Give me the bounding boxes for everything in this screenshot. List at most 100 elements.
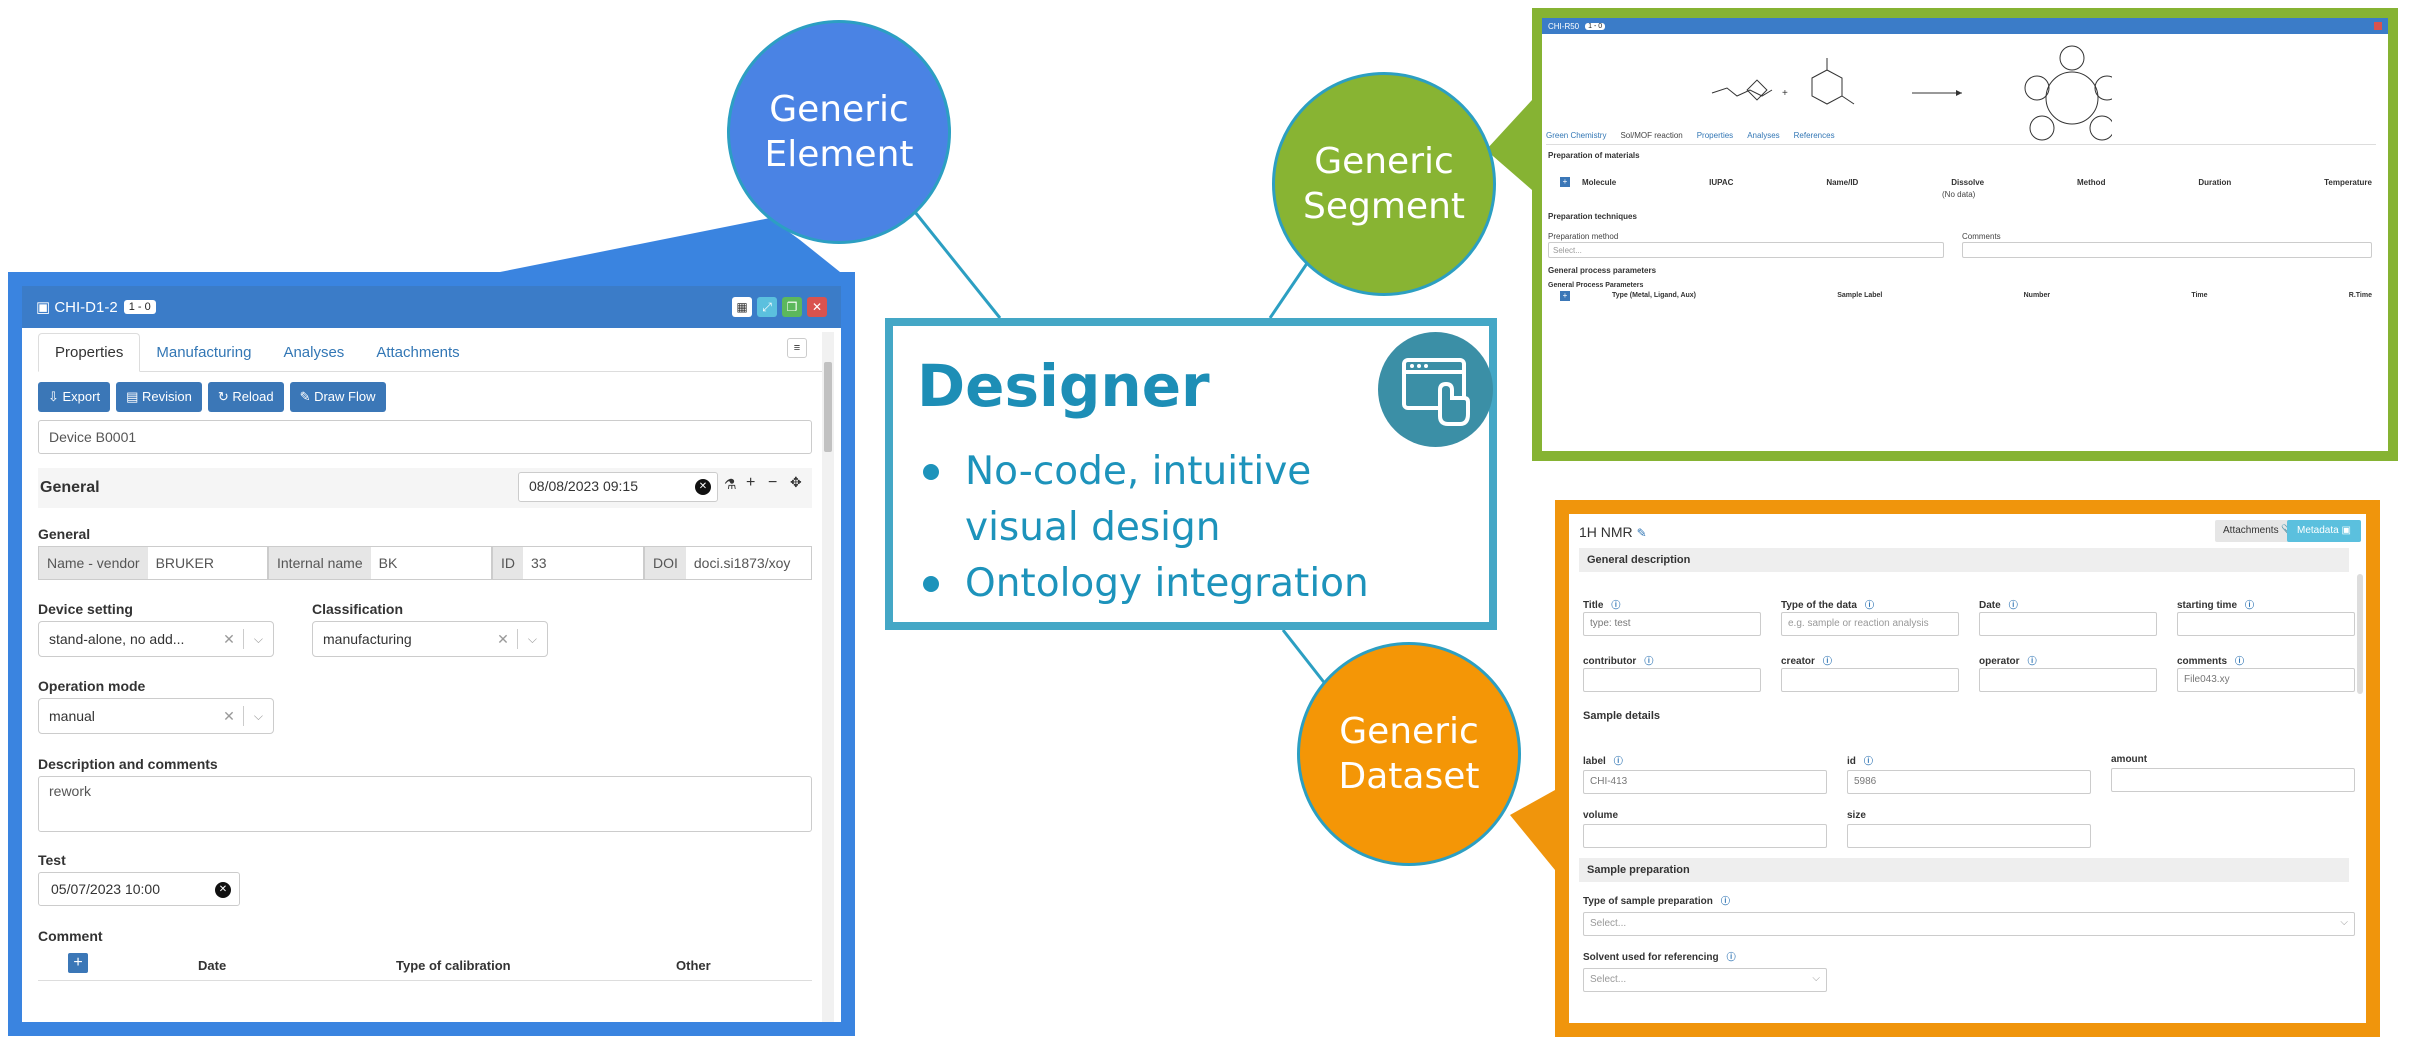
connector-segment: [1268, 255, 1314, 319]
comments-input[interactable]: File043.xy: [2177, 668, 2355, 692]
tab-analyses[interactable]: Analyses: [1747, 131, 1780, 140]
date-input[interactable]: [1979, 612, 2157, 636]
chevron-down-icon: ⌵: [1812, 973, 1820, 984]
prep-techniques-title: Preparation techniques: [1548, 212, 1637, 221]
clear-x-icon: ✕: [497, 630, 509, 647]
operation-mode-label: Operation mode: [38, 678, 146, 694]
comment-label: Comment: [38, 928, 103, 944]
metadata-button[interactable]: Metadata ▣: [2287, 520, 2361, 542]
dataset-window: 1H NMR ✎ Attachments 📎 Metadata ▣ Genera…: [1569, 514, 2366, 1023]
designer-title: Designer: [917, 352, 1210, 420]
chevron-down-icon: ⌵: [527, 631, 537, 646]
help-icon: ⓘ: [1611, 600, 1621, 610]
bullet-ontology: Ontology integration: [917, 556, 1417, 612]
generic-segment-bubble: Generic Segment: [1272, 72, 1496, 296]
revision-button[interactable]: ▤ Revision: [116, 382, 202, 412]
flask-icon[interactable]: ⚗: [724, 476, 737, 492]
prep-method-select[interactable]: Select...: [1548, 242, 1944, 258]
reload-button[interactable]: ↻ Reload: [207, 382, 284, 412]
tab-sol-mof[interactable]: Sol/MOF reaction: [1620, 131, 1683, 140]
starting-time-input[interactable]: [2177, 612, 2355, 636]
comments-input[interactable]: [1962, 242, 2372, 258]
tab-manufacturing[interactable]: Manufacturing: [156, 344, 252, 361]
close-icon[interactable]: [2374, 22, 2382, 30]
move-icon[interactable]: ✥: [790, 474, 802, 490]
help-icon: ⓘ: [2235, 656, 2245, 666]
tab-properties[interactable]: Properties: [38, 333, 141, 372]
device-setting-select[interactable]: stand-alone, no add...✕⌵: [38, 621, 274, 657]
type-prep-select[interactable]: Select...⌵: [1583, 912, 2355, 936]
close-icon[interactable]: ✕: [807, 297, 827, 317]
scrollbar[interactable]: [822, 332, 834, 1022]
calendar-icon[interactable]: ▦: [732, 297, 752, 317]
copy-icon[interactable]: ❐: [782, 297, 802, 317]
type-data-input[interactable]: e.g. sample or reaction analysis: [1781, 612, 1959, 636]
col-date: Date: [198, 958, 227, 973]
divider: [38, 980, 812, 981]
solvent-select[interactable]: Select...⌵: [1583, 968, 1827, 992]
operation-mode-select[interactable]: manual✕⌵: [38, 698, 274, 734]
volume-input[interactable]: [1583, 824, 1827, 848]
test-date-input[interactable]: 05/07/2023 10:00✕: [38, 872, 240, 906]
contributor-input[interactable]: [1583, 668, 1761, 692]
export-button[interactable]: ⇩ Export: [38, 382, 111, 412]
size-input[interactable]: [1847, 824, 2091, 848]
minus-icon[interactable]: −: [768, 474, 778, 491]
tab-attachments[interactable]: Attachments: [376, 344, 460, 361]
generic-element-panel: ▣ CHI-D1-2 1 - 0 ▦ ⤢ ❐ ✕ Properties Manu…: [8, 272, 855, 1036]
tab-references[interactable]: References: [1793, 131, 1835, 140]
test-label: Test: [38, 852, 66, 868]
expand-icon[interactable]: ⤢: [757, 297, 777, 317]
tab-properties[interactable]: Properties: [1696, 131, 1734, 140]
pencil-icon: ✎: [1636, 526, 1647, 540]
clear-icon[interactable]: ✕: [695, 479, 711, 495]
add-row-button[interactable]: +: [1560, 291, 1570, 301]
title-input[interactable]: type: test: [1583, 612, 1761, 636]
gpp-columns: Type (Metal, Ligand, Aux) Sample Label N…: [1612, 292, 2372, 299]
plus-icon[interactable]: +: [746, 474, 756, 491]
sliders-icon[interactable]: ≡: [787, 338, 807, 358]
draw-flow-button[interactable]: ✎ Draw Flow: [289, 382, 386, 412]
section-date-input[interactable]: 08/08/2023 09:15✕: [518, 472, 718, 502]
id-input[interactable]: 5986: [1847, 770, 2091, 794]
creator-input[interactable]: [1781, 668, 1959, 692]
classification-select[interactable]: manufacturing✕⌵: [312, 621, 548, 657]
name-input[interactable]: Device B0001: [38, 420, 812, 454]
operator-input[interactable]: [1979, 668, 2157, 692]
element-button-row: ⇩ Export ▤ Revision ↻ Reload ✎ Draw Flow: [38, 382, 825, 412]
add-row-button[interactable]: +: [68, 953, 88, 973]
generic-dataset-bubble: Generic Dataset: [1297, 642, 1521, 866]
help-icon: ⓘ: [1720, 896, 1730, 906]
prep-materials-title: Preparation of materials: [1548, 151, 1640, 160]
tab-analyses[interactable]: Analyses: [283, 344, 345, 361]
help-icon: ⓘ: [1863, 756, 1873, 766]
element-tag: 1 - 0: [123, 300, 156, 314]
label-input[interactable]: CHI-413: [1583, 770, 1827, 794]
gpp-sub: General Process Parameters: [1548, 282, 1644, 289]
sample-details-title: Sample details: [1583, 710, 1661, 722]
help-icon: ⓘ: [1644, 656, 1654, 666]
add-row-button[interactable]: +: [1560, 177, 1570, 187]
segment-title: CHI-R50: [1548, 21, 1580, 31]
svg-text:+: +: [1782, 88, 1788, 99]
clear-icon[interactable]: ✕: [215, 882, 231, 898]
tab-green-chemistry[interactable]: Green Chemistry: [1546, 131, 1607, 140]
description-textarea[interactable]: rework: [38, 776, 812, 832]
scrollbar[interactable]: [2357, 574, 2363, 694]
general-label: General: [38, 526, 91, 542]
description-label: Description and comments: [38, 756, 218, 772]
amount-input[interactable]: [2111, 768, 2355, 792]
sample-preparation-title: Sample preparation: [1579, 858, 2349, 882]
col-type: Type of calibration: [396, 958, 511, 973]
